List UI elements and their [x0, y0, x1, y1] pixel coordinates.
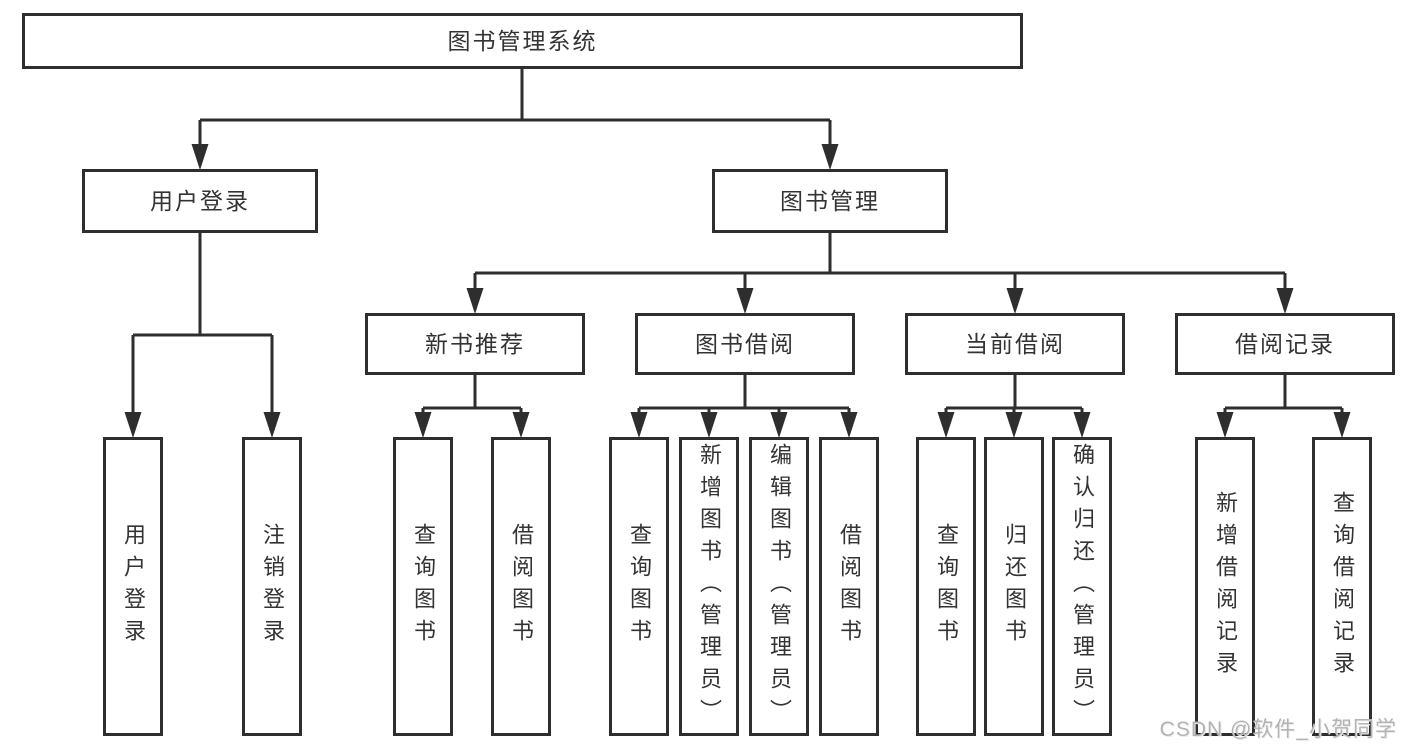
arrow-icon	[1073, 412, 1091, 438]
node-label: 当前借阅	[965, 330, 1065, 357]
watermark: CSDN @软件_小贺同学	[1159, 718, 1397, 741]
connector-book-mgmt-children	[473, 233, 1287, 289]
arrow-icon	[770, 412, 788, 438]
node-label: 查询图书	[934, 522, 959, 651]
arrow-icon	[1006, 288, 1024, 314]
arrow-icon	[414, 412, 432, 438]
connector-user-login-children	[131, 233, 274, 412]
connector-current-children	[944, 375, 1084, 412]
node-label: 新增图书（管理员）	[697, 442, 722, 731]
node-current-borrowing: 当前借阅	[905, 313, 1125, 375]
arrow-icon	[1216, 412, 1234, 438]
node-label: 新增借阅记录	[1213, 490, 1238, 683]
node-user-login: 用户登录	[82, 169, 318, 233]
leaf-return-books: 归还图书	[984, 437, 1044, 736]
arrow-icon	[736, 288, 754, 314]
node-label: 借阅记录	[1235, 330, 1335, 357]
node-book-management: 图书管理	[712, 169, 948, 233]
arrow-icon	[630, 412, 648, 438]
arrow-icon	[1276, 288, 1294, 314]
leaf-logout: 注销登录	[242, 437, 302, 736]
node-label: 查询图书	[627, 522, 652, 651]
leaf-query-books-recommend: 查询图书	[393, 437, 453, 736]
leaf-borrow-books: 借阅图书	[819, 437, 879, 736]
node-label: 图书管理系统	[447, 27, 598, 54]
node-label: 注销登录	[260, 522, 285, 651]
arrow-icon	[263, 412, 281, 438]
arrow-icon	[512, 412, 530, 438]
node-borrow-records: 借阅记录	[1175, 313, 1395, 375]
connector-new-book-children	[421, 375, 523, 412]
node-book-borrowing: 图书借阅	[635, 313, 855, 375]
arrow-icon	[1333, 412, 1351, 438]
node-label: 编辑图书（管理员）	[767, 442, 792, 731]
node-label: 借阅图书	[837, 522, 862, 651]
arrow-icon	[821, 144, 839, 170]
leaf-add-borrow-record: 新增借阅记录	[1195, 437, 1255, 736]
node-label: 确认归还（管理员）	[1070, 442, 1095, 731]
arrow-icon	[124, 412, 142, 438]
node-label: 图书借阅	[695, 330, 795, 357]
arrow-icon	[1005, 412, 1023, 438]
connector-borrow-children	[637, 375, 851, 412]
node-label: 用户登录	[121, 522, 146, 651]
leaf-add-books-admin: 新增图书（管理员）	[679, 437, 739, 736]
node-label: 新书推荐	[425, 330, 525, 357]
node-label: 借阅图书	[509, 522, 534, 651]
arrow-icon	[191, 144, 209, 170]
leaf-borrow-books-recommend: 借阅图书	[491, 437, 551, 736]
connector-records-children	[1223, 375, 1344, 412]
node-label: 用户登录	[150, 187, 250, 214]
arrowheads	[124, 144, 1351, 438]
node-label: 查询图书	[411, 522, 436, 651]
leaf-user-login: 用户登录	[103, 437, 163, 736]
leaf-edit-books-admin: 编辑图书（管理员）	[749, 437, 809, 736]
arrow-icon	[937, 412, 955, 438]
connector-root-to-level2	[198, 69, 832, 145]
node-label: 图书管理	[780, 187, 880, 214]
leaf-query-books-borrow: 查询图书	[609, 437, 669, 736]
arrow-icon	[466, 288, 484, 314]
leaf-query-books-current: 查询图书	[916, 437, 976, 736]
leaf-confirm-return-admin: 确认归还（管理员）	[1052, 437, 1112, 736]
node-library-system: 图书管理系统	[22, 13, 1023, 69]
node-new-book-recommend: 新书推荐	[365, 313, 585, 375]
node-label: 查询借阅记录	[1330, 490, 1355, 683]
arrow-icon	[840, 412, 858, 438]
arrow-icon	[700, 412, 718, 438]
leaf-query-borrow-record: 查询借阅记录	[1312, 437, 1372, 736]
node-label: 归还图书	[1002, 522, 1027, 651]
